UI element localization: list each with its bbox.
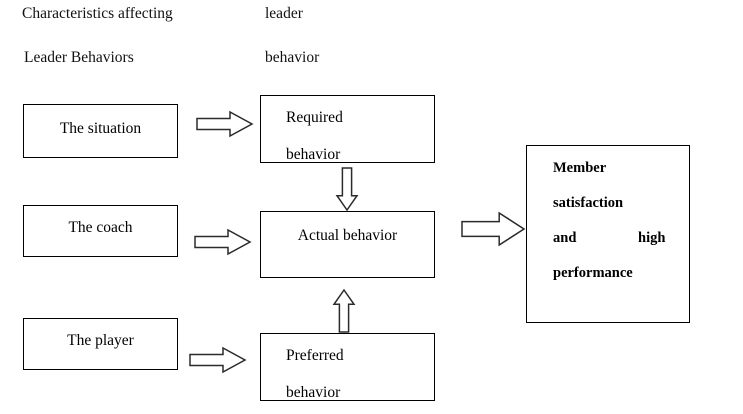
outcome-line-and: and: [553, 230, 577, 246]
box-the-situation-label: The situation: [59, 120, 142, 137]
outcome-line-performance: performance: [553, 265, 633, 281]
box-the-coach-label: The coach: [68, 219, 133, 236]
outcome-line-high: high: [638, 230, 666, 246]
box-preferred-behavior-line1: Preferred: [286, 347, 344, 364]
box-preferred-behavior[interactable]: Preferred behavior: [260, 333, 435, 401]
arrow-actual-to-outcome: [461, 211, 526, 247]
box-the-situation[interactable]: The situation: [23, 104, 178, 158]
box-required-behavior[interactable]: Required behavior: [260, 95, 435, 163]
box-actual-behavior-line1: Actual behavior: [297, 227, 398, 244]
outcome-line-satisfaction: satisfaction: [553, 195, 624, 211]
characteristics-header-line2: Leader Behaviors: [24, 49, 134, 66]
box-the-player-label: The player: [67, 332, 134, 349]
box-required-behavior-line2: behavior: [286, 146, 341, 163]
arrow-preferred-to-actual: [332, 288, 356, 333]
outcome-line-member: Member: [553, 160, 607, 176]
arrow-coach-to-actual: [194, 228, 252, 256]
arrow-situation-to-required: [196, 110, 254, 138]
leader-behavior-header-line1: leader: [265, 5, 303, 22]
box-the-coach[interactable]: The coach: [23, 205, 178, 257]
leader-behavior-header-line2: behavior: [265, 49, 320, 66]
characteristics-header-line1: Characteristics affecting: [22, 5, 173, 22]
box-member-satisfaction-performance[interactable]: Member satisfaction and high performance: [526, 145, 690, 323]
box-preferred-behavior-line2: behavior: [286, 384, 341, 401]
box-the-player[interactable]: The player: [23, 318, 178, 370]
arrow-player-to-preferred: [189, 346, 247, 374]
arrow-required-to-actual: [335, 167, 359, 212]
box-required-behavior-line1: Required: [286, 109, 343, 126]
box-actual-behavior[interactable]: Actual behavior: [260, 211, 435, 278]
